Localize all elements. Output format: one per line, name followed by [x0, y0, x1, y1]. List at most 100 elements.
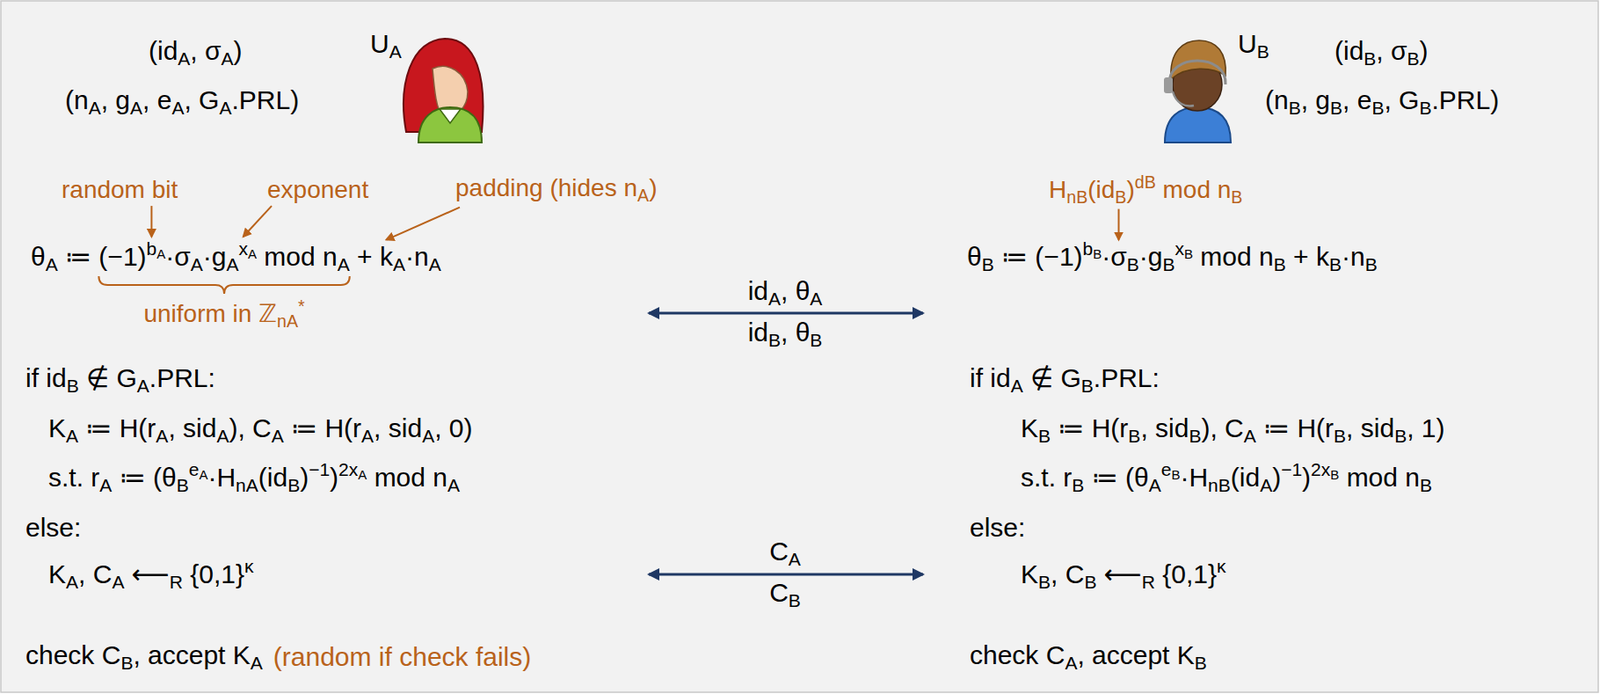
text-run: s.t. r — [48, 462, 100, 492]
text-run: A — [137, 375, 150, 396]
text-run: nB — [1066, 187, 1088, 207]
text-run: , C — [1050, 559, 1084, 589]
text-run: A — [357, 466, 367, 482]
code-line: else: — [969, 512, 1026, 544]
text-run: id — [748, 317, 769, 347]
message-arrow — [648, 312, 924, 315]
text-run: κ — [1216, 555, 1227, 576]
text-run: ) — [1419, 36, 1429, 66]
text-run: A — [155, 425, 168, 446]
text-run: C — [769, 577, 789, 607]
text-run: nB — [1207, 474, 1231, 495]
text-run: ≔ (−1) — [994, 241, 1084, 271]
text-run: nA — [235, 474, 259, 495]
text-run: A — [768, 288, 781, 309]
text-run: B — [768, 329, 781, 350]
text-run: A — [421, 425, 435, 446]
text-run: ) — [233, 36, 243, 66]
text-run: K — [1020, 559, 1039, 589]
text-run: ≔ (θ — [1083, 462, 1149, 492]
text-run: .PRL) — [231, 85, 299, 115]
text-run: B — [1330, 97, 1343, 118]
text-run: B — [1371, 97, 1384, 118]
key-pair: (idA, σA) — [148, 36, 243, 70]
text-run: B — [1288, 97, 1302, 118]
text-run: , 1) — [1406, 413, 1445, 443]
text-run: −1 — [308, 458, 330, 480]
text-run: A — [216, 425, 229, 446]
text-run: U — [370, 29, 390, 59]
annotation-arrow — [385, 207, 460, 240]
text-run: uniform in ℤ — [143, 299, 277, 328]
text-run: B — [66, 375, 80, 396]
text-run: ⟵ — [123, 559, 169, 589]
text-run: mod n — [256, 241, 338, 271]
text-run: ·n — [1341, 241, 1366, 271]
formula: θB ≔ (−1)bB·σB·gBxB mod nB + kB·nB — [967, 238, 1378, 276]
text-run: R — [169, 571, 183, 592]
message-label: idB, θB — [748, 317, 823, 351]
code-line: s.t. rB ≔ (θAeB·HnB(idA)−1)2xB mod nB — [1020, 458, 1433, 496]
text-run: ∉ G — [1023, 363, 1082, 393]
text-run: ≔ H(r — [1050, 413, 1128, 443]
text-run: K — [48, 559, 66, 589]
annotation: exponent — [267, 175, 369, 204]
text-run: B — [1038, 571, 1051, 592]
text-run: A — [65, 571, 79, 592]
text-run: ) — [648, 174, 657, 202]
user-name: UB — [1237, 29, 1270, 63]
text-run: A — [788, 548, 801, 569]
text-run: A — [218, 97, 232, 118]
text-run: .PRL) — [1431, 85, 1499, 115]
body — [1164, 107, 1231, 143]
text-run: B — [1407, 48, 1420, 69]
text-run: B — [1162, 254, 1175, 275]
text-run: , e — [142, 85, 172, 115]
annotation: padding (hides nA) — [455, 174, 657, 205]
text-run: , sid — [1345, 413, 1395, 443]
text-run: A — [809, 288, 822, 309]
text-run: , G — [183, 85, 219, 115]
message-label: CB — [769, 577, 801, 611]
text-run: κ — [244, 555, 255, 576]
headset-ear — [1163, 77, 1173, 94]
text-run: A — [337, 254, 350, 275]
text-run: A — [637, 185, 649, 205]
text-run: B — [1230, 187, 1243, 207]
text-run: B — [1170, 466, 1180, 482]
annotation: uniform in ℤnA* — [143, 296, 305, 331]
text-run: A — [171, 97, 184, 118]
text-run: A — [1149, 474, 1162, 495]
text-run: B — [1114, 187, 1127, 207]
text-run: A — [1259, 474, 1273, 495]
text-run: C — [769, 536, 789, 566]
user-a-icon — [403, 38, 483, 143]
text-run: (id — [1230, 462, 1260, 492]
message-arrow — [648, 573, 924, 576]
text-run: ≔ (θ — [111, 462, 176, 492]
text-run: A — [88, 97, 102, 118]
text-run: A — [177, 48, 190, 69]
text-run: B — [809, 329, 822, 350]
text-run: ), C — [1200, 413, 1244, 443]
text-run: R — [1141, 571, 1156, 592]
text-run: padding (hides n — [455, 174, 638, 202]
text-run: s.t. r — [1020, 462, 1072, 492]
text-run: ≔ (−1) — [58, 241, 147, 271]
text-run: B — [1419, 474, 1433, 495]
text-run: A — [99, 474, 112, 495]
text-run: B — [1333, 425, 1346, 446]
text-run: U — [1237, 29, 1258, 59]
text-run: B — [1330, 466, 1339, 482]
text-run: B — [1394, 425, 1407, 446]
code-line: check CA, accept KB — [969, 640, 1208, 674]
text-run: B — [1083, 571, 1097, 592]
text-run: A — [361, 425, 374, 446]
text-run: mod n — [366, 462, 448, 492]
text-run: b — [146, 238, 158, 259]
text-run: K — [48, 413, 66, 443]
code-line: KB, CB ⟵R {0,1}κ — [1020, 555, 1226, 593]
text-run: (id — [1087, 175, 1115, 204]
text-run: A — [429, 254, 442, 275]
